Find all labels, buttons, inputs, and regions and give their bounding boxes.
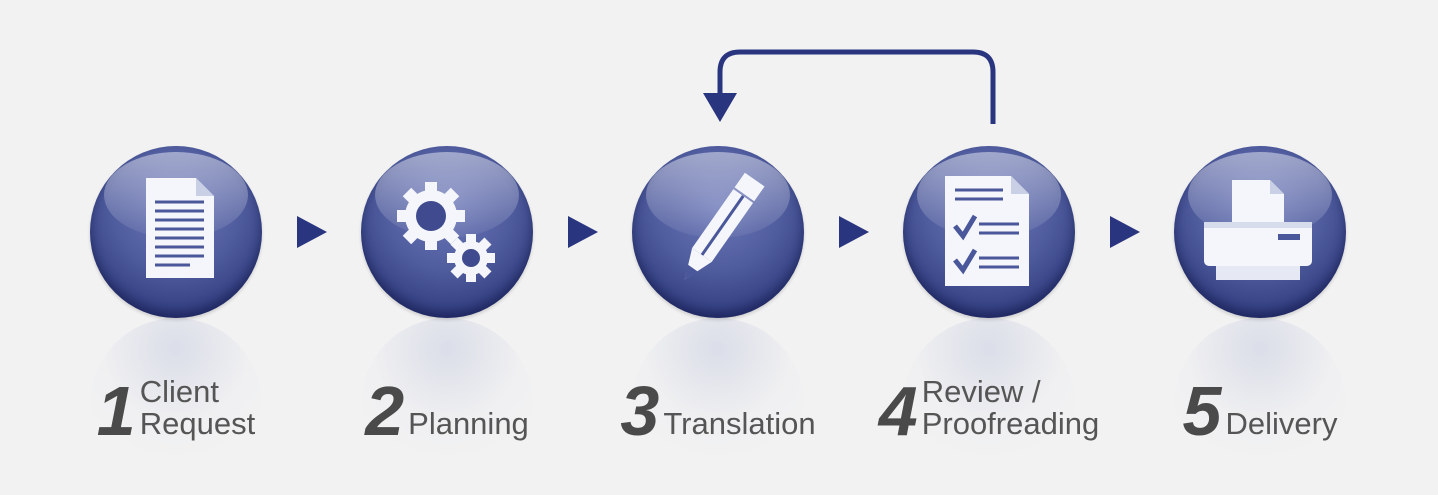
step-label: 1 Client Request xyxy=(46,352,306,450)
step-number: 4 xyxy=(878,372,918,450)
document-icon xyxy=(146,178,214,278)
next-arrow-icon xyxy=(1110,216,1140,248)
step-title: Planning xyxy=(408,406,529,441)
next-arrow-icon xyxy=(297,216,327,248)
step-5: 5 Delivery xyxy=(1130,0,1390,495)
step-label: 3 Translation xyxy=(588,352,848,450)
step-reflection xyxy=(361,318,533,490)
step-circle xyxy=(361,146,533,318)
step-number: 2 xyxy=(365,372,404,450)
step-title: Client Request xyxy=(139,374,256,441)
step-label: 2 Planning xyxy=(317,352,577,450)
step-title: Review / Proofreading xyxy=(921,374,1100,441)
gears-icon xyxy=(397,182,495,282)
step-number: 1 xyxy=(96,372,136,450)
step-label: 4 Review / Proofreading xyxy=(859,352,1119,450)
step-3: 3 Translation xyxy=(588,0,848,495)
step-2: 2 Planning xyxy=(317,0,577,495)
step-4: 4 Review / Proofreading xyxy=(859,0,1119,495)
step-title: Delivery xyxy=(1225,406,1338,441)
step-reflection xyxy=(632,318,804,490)
step-label: 5 Delivery xyxy=(1130,352,1390,450)
step-number: 5 xyxy=(1182,372,1222,450)
step-reflection xyxy=(1174,318,1346,490)
printer-icon xyxy=(1204,180,1312,280)
next-arrow-icon xyxy=(568,216,598,248)
step-circle xyxy=(903,146,1075,318)
step-circle xyxy=(1174,146,1346,318)
pencil-icon xyxy=(684,172,765,280)
checklist-icon xyxy=(945,176,1029,286)
step-number: 3 xyxy=(620,372,659,450)
step-circle xyxy=(632,146,804,318)
step-circle xyxy=(90,146,262,318)
feedback-loop-arrow xyxy=(703,49,996,124)
step-reflection xyxy=(90,318,262,490)
step-title: Translation xyxy=(663,406,816,441)
next-arrow-icon xyxy=(839,216,869,248)
step-1: 1 Client Request xyxy=(46,0,306,495)
step-reflection xyxy=(903,318,1075,490)
